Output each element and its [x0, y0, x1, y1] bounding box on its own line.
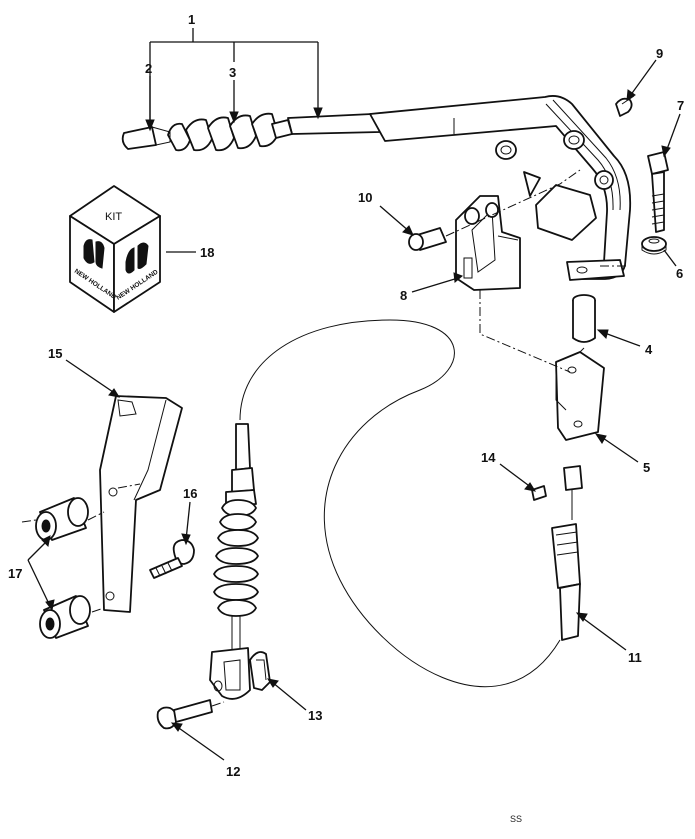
callout-12: 12: [226, 764, 240, 779]
washer: [641, 236, 667, 255]
callout-17: 17: [8, 566, 22, 581]
clevis-pin: [408, 227, 447, 251]
callout-9: 9: [656, 46, 663, 61]
cotter-pin: [615, 95, 635, 117]
callout-numbers: 1 2 3 4 5 6 7 8 9 10 11 12 13 14 15 16 1…: [8, 12, 684, 779]
rubber-bushing-lower: [39, 595, 91, 639]
clevis-bolt: [156, 699, 213, 730]
kit-box-icon: KIT NEW HOLLAND NEW HOLLAND: [69, 185, 161, 313]
callout-8: 8: [400, 288, 407, 303]
callout-4: 4: [645, 342, 653, 357]
kit-label: KIT: [105, 211, 122, 223]
callout-18: 18: [200, 245, 214, 260]
callout-11: 11: [628, 650, 642, 665]
button-cap: [121, 126, 171, 150]
mounting-bracket: [455, 195, 521, 291]
callout-1: 1: [188, 12, 195, 27]
new-holland-leaf-logo-icon: [125, 242, 149, 274]
callout-7: 7: [677, 98, 684, 113]
clevis-bolt-centerline: [211, 701, 225, 707]
callout-16: 16: [183, 486, 197, 501]
brake-cable: [239, 319, 561, 688]
mounting-plate: [99, 395, 183, 613]
callout-14: 14: [481, 450, 496, 465]
cable-end-fitting: [551, 465, 583, 641]
callout-2: 2: [145, 61, 152, 76]
pin-centerline: [445, 169, 581, 237]
reference-mark: SS: [510, 814, 522, 824]
callout-leaders-1-2-3: [145, 28, 323, 132]
callout-6: 6: [676, 266, 683, 281]
link-centerline: [479, 290, 571, 373]
callout-15: 15: [48, 346, 62, 361]
callout-leaders: [27, 59, 681, 761]
brake-handle-lever: [287, 95, 632, 281]
link-plate: [555, 351, 605, 441]
callout-5: 5: [643, 460, 650, 475]
bolt-7: [647, 151, 669, 233]
new-holland-leaf-logo-icon: [83, 239, 105, 269]
callout-10: 10: [358, 190, 372, 205]
cable-lower-end: [209, 423, 271, 700]
bolt-16: [149, 539, 195, 579]
spacer-tube: [572, 294, 596, 343]
handle-grip: [167, 112, 293, 152]
rubber-bushing-upper: [35, 497, 89, 541]
set-screw: [531, 485, 547, 501]
callout-3: 3: [229, 65, 236, 80]
callout-13: 13: [308, 708, 322, 723]
